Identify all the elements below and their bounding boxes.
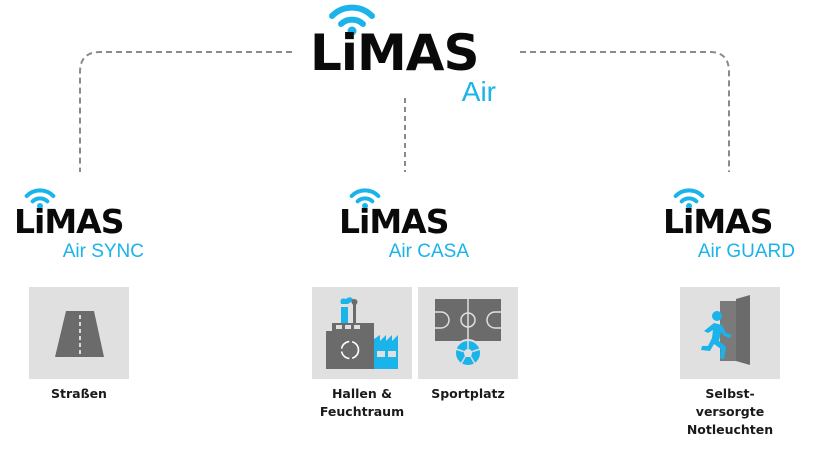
tile-notleuchten (680, 287, 780, 379)
connector-left (79, 51, 292, 172)
wifi-icon (329, 4, 375, 36)
tile-sportplatz (418, 287, 518, 379)
brand-label: LiMAS (663, 202, 773, 241)
label-line: Hallen & (331, 386, 393, 401)
wifi-icon (349, 188, 381, 209)
label-line: Notleuchten (686, 422, 774, 437)
logo-air-guard: LiMAS Air GUARD (661, 182, 799, 266)
main-logo: LiMAS Air (300, 0, 510, 110)
sports-field-icon (435, 299, 501, 367)
brand-label: LiMAS (14, 202, 124, 241)
product-label: Air SYNC (62, 241, 144, 262)
brand-label: LiMAS (339, 202, 449, 241)
factory-icon (326, 297, 398, 369)
road-icon (55, 311, 104, 357)
connector-right (520, 51, 730, 172)
label-line: Feuchtraum (319, 404, 405, 419)
label-notleuchten: Selbst- versorgte Notleuchten (670, 385, 790, 439)
label-hallen: Hallen & Feuchtraum (302, 385, 422, 421)
product-label: Air CASA (388, 241, 469, 262)
emergency-exit-icon (701, 295, 750, 365)
tile-hallen (312, 287, 412, 379)
tile-strassen (29, 287, 129, 379)
logo-air-sync: LiMAS Air SYNC (12, 182, 148, 266)
main-logo-product: Air (461, 76, 496, 107)
main-logo-brand: LiMAS (310, 24, 479, 82)
label-line: Selbst- (705, 386, 755, 401)
label-sportplatz: Sportplatz (431, 386, 505, 401)
wifi-icon (673, 188, 705, 209)
wifi-icon (24, 188, 56, 209)
product-label: Air GUARD (697, 241, 795, 262)
logo-air-casa: LiMAS Air CASA (337, 182, 473, 266)
label-strassen: Straßen (51, 386, 107, 401)
label-line: versorgte (695, 404, 765, 419)
